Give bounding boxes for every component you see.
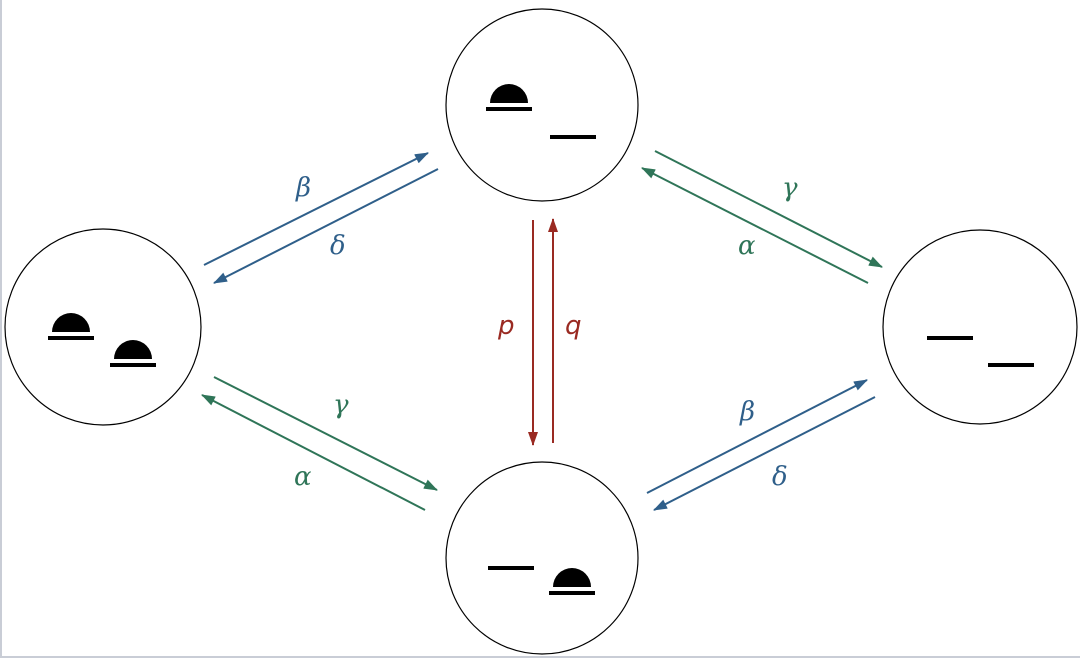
label-p: p [497, 311, 515, 341]
arrow-gamma-top-to-right [654, 150, 883, 268]
particle-icon [486, 84, 532, 111]
label-alpha-top-right: α [738, 231, 756, 261]
label-gamma-bottom-left: γ [333, 390, 349, 420]
label-beta-top-left: β [295, 173, 311, 203]
state-both-occupied [4, 228, 202, 426]
state-right-occupied [445, 461, 639, 655]
arrow-alpha-right-to-top [641, 167, 869, 284]
particle-icon [48, 313, 94, 340]
label-q: q [565, 311, 582, 341]
arrow-gamma-left-to-bottom [213, 376, 438, 491]
particle-icon [110, 340, 156, 367]
label-delta-bottom-right: δ [772, 462, 788, 492]
label-gamma-top-right: γ [782, 173, 798, 203]
arrow-alpha-bottom-to-left [201, 394, 426, 511]
arrow-beta-bottom-to-right [646, 379, 868, 494]
particle-icon [549, 568, 595, 595]
label-alpha-bottom-left: α [294, 462, 312, 492]
arrow-beta-left-to-top [203, 152, 429, 266]
state-left-occupied [445, 8, 639, 202]
arrow-delta-top-to-left [213, 168, 439, 284]
state-both-empty [882, 229, 1078, 425]
label-beta-bottom-right: β [739, 397, 755, 427]
arrow-delta-right-to-bottom [653, 396, 876, 511]
label-delta-top-left: δ [330, 231, 346, 261]
